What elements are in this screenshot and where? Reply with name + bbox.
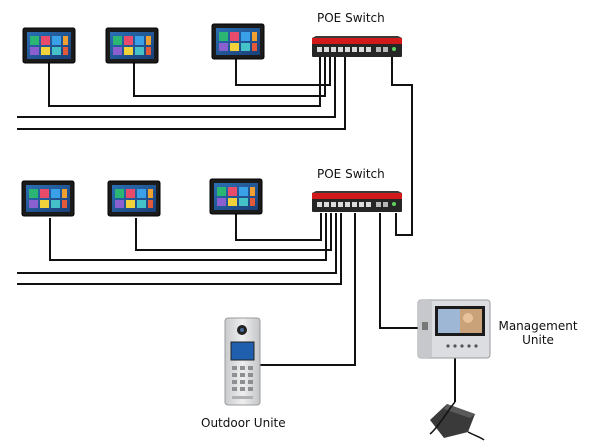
poe-switch-top-label: POE Switch bbox=[317, 11, 385, 25]
management-unit-label: Management Unite bbox=[492, 319, 584, 347]
cable-top-extra-1 bbox=[17, 57, 336, 118]
cable-bottom-monitor-1 bbox=[49, 213, 327, 261]
indoor-monitor-top-1 bbox=[22, 27, 76, 64]
indoor-monitor-top-3 bbox=[211, 23, 265, 60]
indoor-monitor-bottom-2 bbox=[107, 180, 161, 217]
cable-bottom-monitor-2 bbox=[135, 213, 332, 251]
indoor-monitor-top-2 bbox=[105, 27, 159, 64]
cable-top-extra-2 bbox=[17, 57, 346, 130]
management-unit-label-line2: Unite bbox=[522, 333, 554, 347]
cable-top-monitor-3 bbox=[235, 57, 331, 86]
cable-management-unit bbox=[379, 213, 418, 329]
power-adapter bbox=[429, 401, 485, 441]
management-unit-label-line1: Management bbox=[498, 319, 578, 333]
cable-bottom-monitor-3 bbox=[235, 213, 322, 241]
poe-switch-bottom bbox=[312, 191, 402, 212]
management-unit bbox=[417, 299, 491, 359]
cable-switch-uplink bbox=[391, 55, 413, 236]
poe-switch-top bbox=[312, 36, 402, 57]
outdoor-unit-label: Outdoor Unite bbox=[201, 416, 286, 430]
cable-top-monitor-1 bbox=[48, 57, 321, 107]
indoor-monitor-bottom-1 bbox=[21, 180, 75, 217]
cable-bottom-extra-2 bbox=[17, 213, 342, 285]
cable-top-monitor-2 bbox=[133, 57, 326, 97]
outdoor-unit bbox=[224, 317, 261, 406]
cable-bottom-extra-1 bbox=[17, 213, 337, 274]
poe-switch-bottom-label: POE Switch bbox=[317, 167, 385, 181]
indoor-monitor-bottom-3 bbox=[209, 178, 263, 215]
cable-lines bbox=[17, 55, 456, 402]
cable-outdoor-unit bbox=[260, 213, 356, 366]
